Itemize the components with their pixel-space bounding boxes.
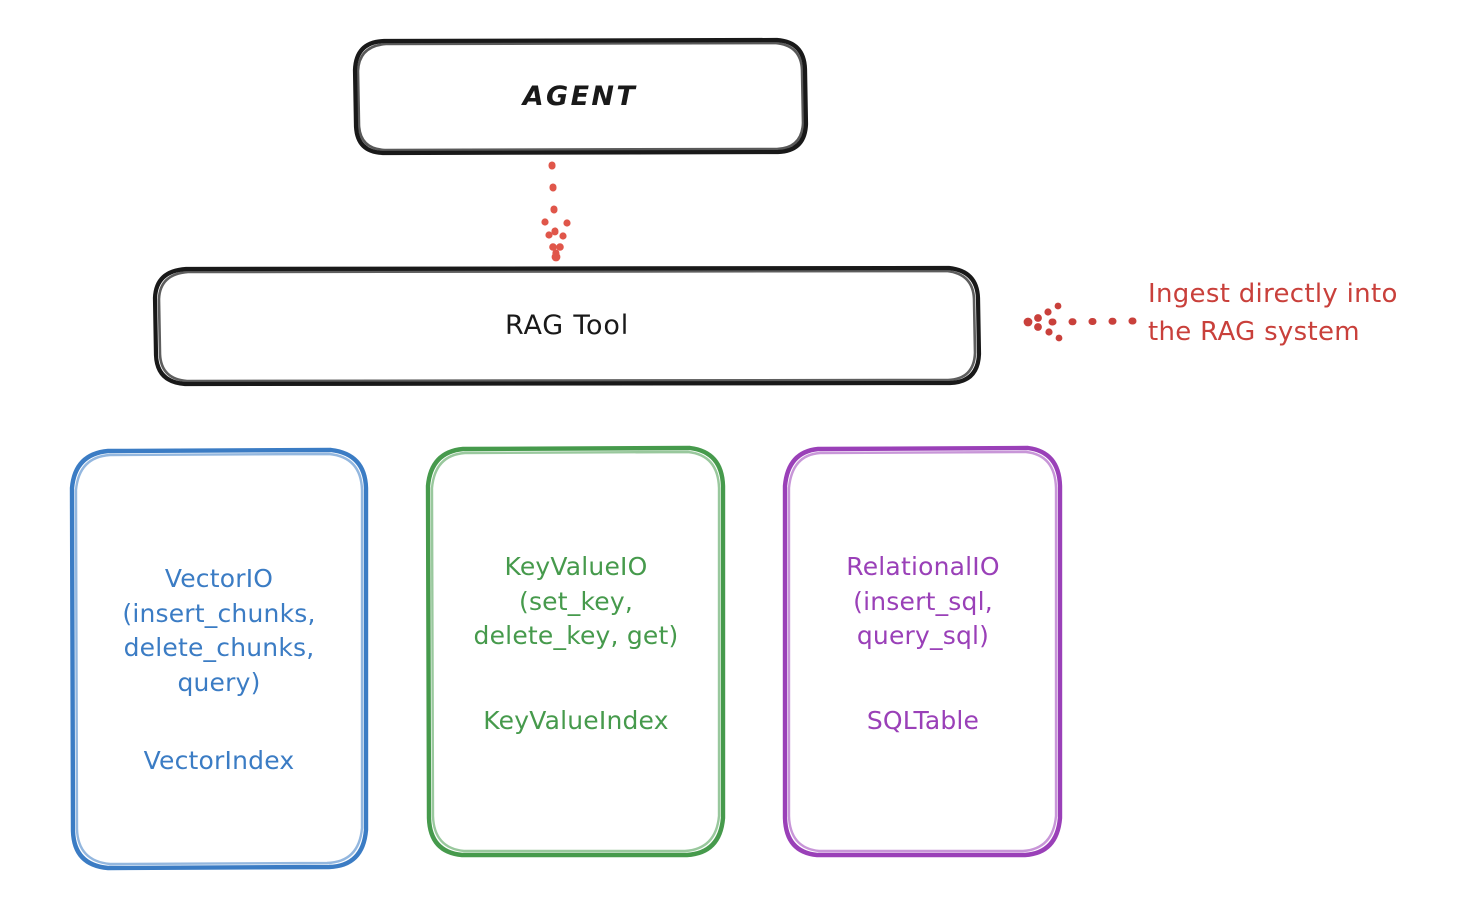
node-rag-tool[interactable]: RAG Tool [155, 268, 979, 384]
node-relational-io-subtitle: SQLTable [866, 706, 980, 735]
node-vector-io[interactable]: VectorIO (insert_chunks, delete_chunks, … [72, 450, 366, 868]
node-key-value-io-subtitle: KeyValueIndex [483, 706, 669, 735]
node-relational-io-title: RelationalIO (insert_sql, query_sql) [846, 552, 1000, 650]
node-key-value-io[interactable]: KeyValueIO (set_key, delete_key, get) Ke… [428, 448, 724, 855]
node-key-value-io-title: KeyValueIO (set_key, delete_key, get) [473, 552, 679, 650]
node-relational-io[interactable]: RelationalIO (insert_sql, query_sql) SQL… [785, 448, 1061, 855]
node-vector-io-title: VectorIO (insert_chunks, delete_chunks, … [122, 564, 316, 697]
node-vector-io-subtitle: VectorIndex [143, 746, 295, 775]
ingest-annotation-label: Ingest directly into the RAG system [1148, 279, 1398, 347]
node-rag-tool-label: RAG Tool [504, 310, 629, 342]
agent-to-rag-dotted-line [548, 161, 560, 259]
ingest-dotted-line [1048, 317, 1140, 326]
node-agent[interactable]: AGENT [355, 40, 805, 154]
node-agent-label: AGENT [522, 81, 638, 113]
ingest-arrowhead [1023, 302, 1063, 342]
agent-to-rag-arrowhead [541, 218, 571, 262]
